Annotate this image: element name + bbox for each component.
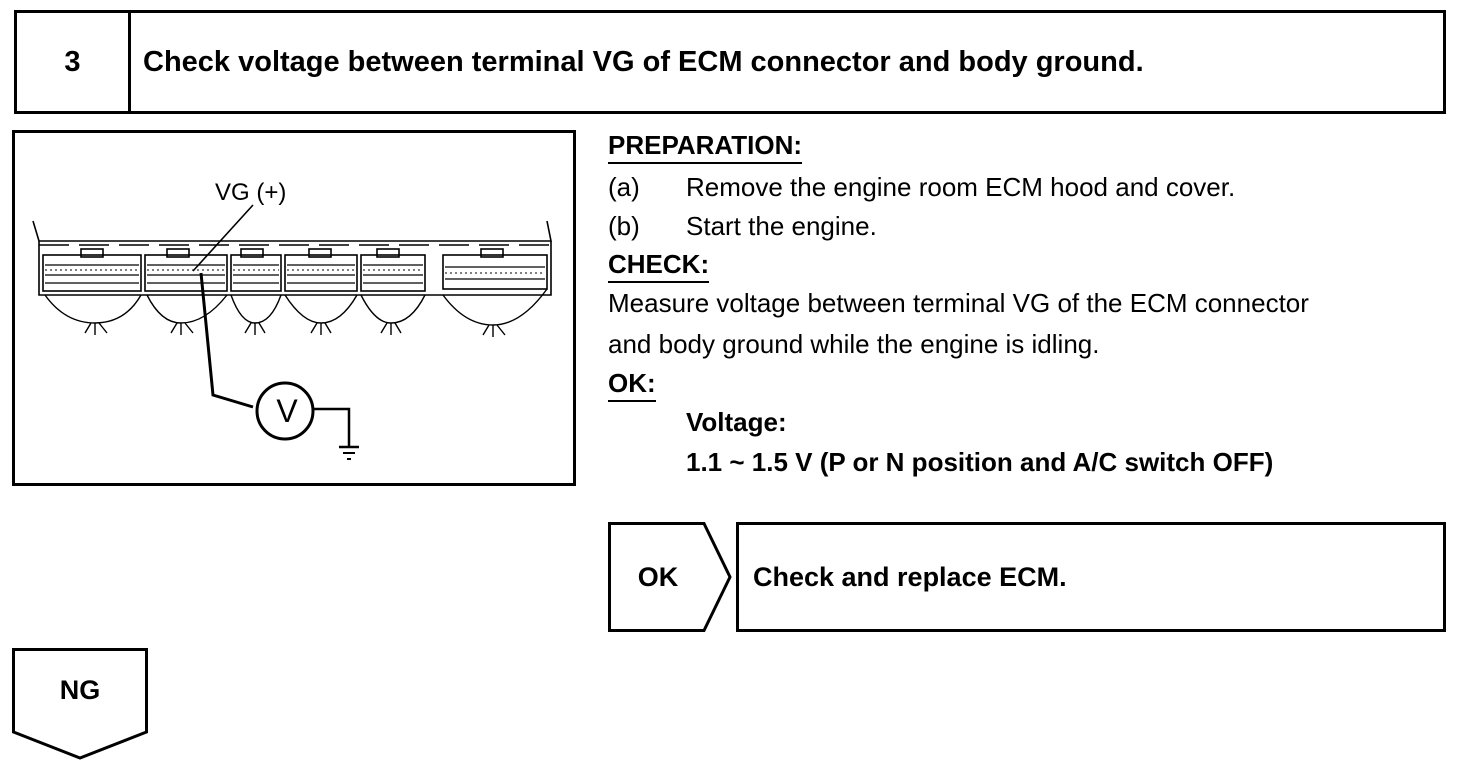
ecm-connector-illustration [32,204,552,460]
ecm-connector-diagram: VG (+) V [12,130,576,486]
ok-flow-arrow: OK [608,522,732,632]
spec-label: Voltage: [686,407,787,437]
ng-flow-label: NG [59,674,101,705]
prep-text-b: Start the engine. [686,211,877,241]
spec-value: 1.1 ~ 1.5 V (P or N position and A/C swi… [686,447,1274,477]
ng-flow-arrow: NG [12,648,148,760]
check-line-2: and body ground while the engine is idli… [608,329,1100,359]
prep-marker-b: (b) [608,211,640,241]
ok-flow-label: OK [637,561,679,592]
prep-marker-a: (a) [608,172,640,202]
ok-result-text: Check and replace ECM. [753,561,1067,592]
step-number: 3 [17,13,131,111]
ok-heading: OK: [608,368,656,402]
voltmeter-icon [255,381,315,441]
voltmeter-symbol: V [276,393,298,429]
check-line-1: Measure voltage between terminal VG of t… [608,288,1309,318]
step-title: Check voltage between terminal VG of ECM… [143,45,1144,78]
terminal-label: VG (+) [215,179,287,206]
preparation-heading: PREPARATION: [608,130,803,164]
prep-text-a: Remove the engine room ECM hood and cove… [686,172,1236,202]
step-header: 3 Check voltage between terminal VG of E… [14,10,1446,114]
check-heading: CHECK: [608,249,710,283]
ok-result-box: Check and replace ECM. [736,522,1446,632]
